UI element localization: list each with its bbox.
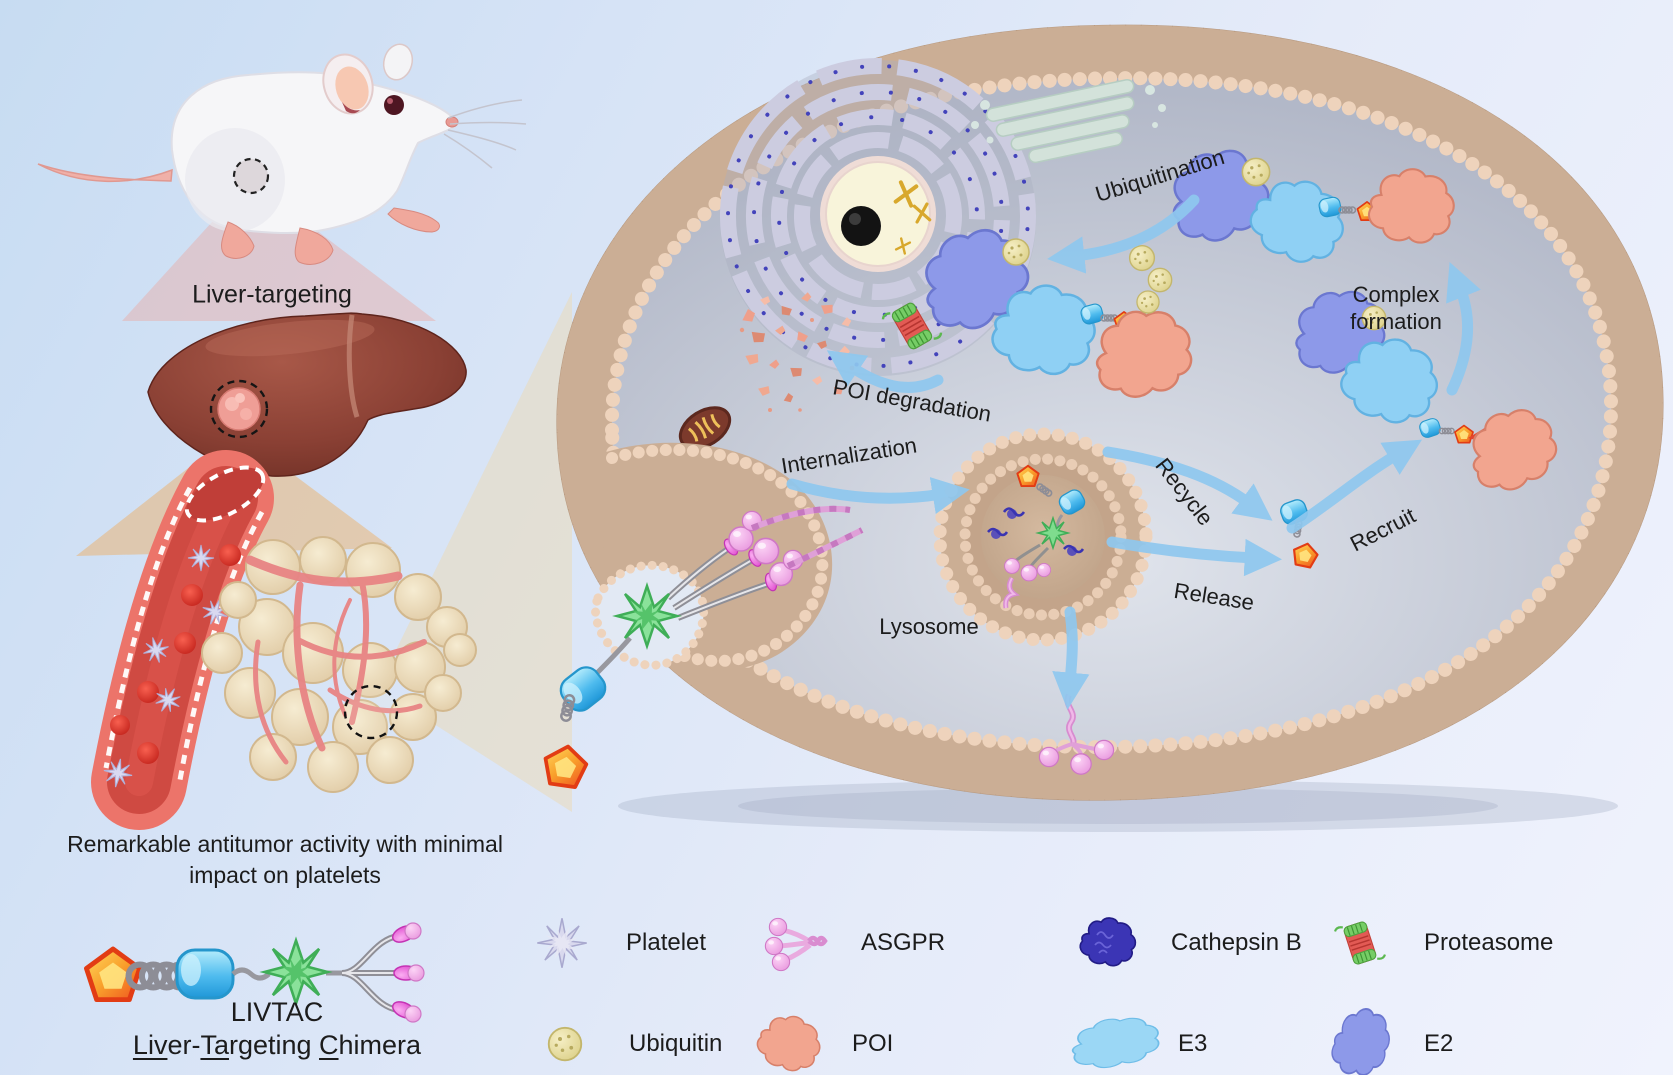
legend-item-cathepsin-b: Cathepsin B (1075, 911, 1302, 975)
liver-illustration (147, 312, 467, 477)
asgpr-binding-arms (665, 546, 769, 621)
legend-item-e2: E2 (1326, 1002, 1454, 1075)
livtac-at-membrane (542, 505, 864, 788)
legend-label: E2 (1424, 1030, 1454, 1057)
legend-label: Platelet (626, 929, 707, 956)
legend-item-platelet: Platelet (530, 911, 706, 975)
legend-label: POI (852, 1030, 894, 1057)
red-blood-cells (110, 544, 241, 764)
ubiquitin-icon (547, 1026, 583, 1062)
legend-item-asgpr: ASGPR (764, 911, 946, 975)
e2-icon (1326, 1002, 1397, 1075)
legend-label: Ubiquitin (629, 1030, 723, 1057)
lysosome-label: Lysosome (879, 614, 979, 639)
livtac-full-name: Liver-Targeting Chimera (133, 1028, 421, 1062)
recycle-arrow (1102, 446, 1273, 521)
mouse-illustration (37, 43, 527, 265)
blood-vessel-illustration (91, 450, 274, 830)
legend-item-ubiquitin: Ubiquitin (533, 1012, 722, 1075)
complex-formation-arrow (1446, 261, 1481, 396)
legend-item-e3: E3 (1068, 1011, 1208, 1075)
livtac-part: rgeting (228, 1030, 320, 1060)
legend-item-poi: POI (750, 1005, 894, 1075)
lysosome-illustration (933, 427, 1153, 647)
ubiquitination-arrow (1047, 194, 1200, 274)
tumor-illustration (201, 536, 477, 793)
cathepsin-b-in-lysosome (987, 507, 1085, 556)
golgi-illustration (971, 78, 1166, 164)
antitumor-caption-line1: Remarkable antitumor activity with minim… (67, 831, 503, 857)
internalization-arrow (786, 477, 970, 514)
asgpr-icon (764, 917, 828, 972)
chromosomes (893, 180, 932, 255)
e2-e3-complex-right (1286, 282, 1567, 501)
recruit-arrow (1286, 439, 1423, 534)
cathepsin-b-icon (1075, 911, 1141, 973)
livtac-title-block: LIVTAC Liver-Targeting Chimera (133, 996, 421, 1062)
livtac-part: Ta (200, 1030, 229, 1060)
poi-icon (750, 1005, 829, 1075)
process-arrows (786, 194, 1481, 710)
legend-item-proteasome: Proteasome (1328, 911, 1553, 975)
livtac-part: Liv (132, 1030, 168, 1060)
e3-icon (1068, 1011, 1163, 1073)
antitumor-caption: Remarkable antitumor activity with minim… (67, 829, 503, 891)
legend-label: Cathepsin B (1171, 929, 1302, 956)
complex-formation-label-line1: Complex (1352, 282, 1440, 307)
proteasome-icon (1333, 915, 1387, 971)
release-arrow (1106, 536, 1283, 577)
livtac-part: himera (338, 1030, 422, 1060)
livtac-schematic-graphic (86, 922, 425, 1023)
mitochondrion-illustration (678, 406, 732, 450)
legend-label: Proteasome (1424, 929, 1554, 956)
poi-degradation-arrow (826, 350, 944, 393)
livtac-acronym: LIVTAC (230, 997, 324, 1027)
asgpr-receptor (728, 505, 864, 587)
livtac-part: er- (167, 1030, 201, 1060)
legend-label: ASGPR (861, 929, 946, 956)
complex-formation-label-line2: formation (1350, 309, 1442, 334)
antitumor-caption-line2: impact on platelets (189, 862, 381, 888)
legend-label: E3 (1178, 1030, 1208, 1057)
platelet-icon (536, 917, 588, 969)
liver-targeting-label: Liver-targeting (192, 280, 352, 309)
lysosome-release-arrow (1052, 606, 1090, 710)
livtac-part: C (319, 1030, 339, 1060)
